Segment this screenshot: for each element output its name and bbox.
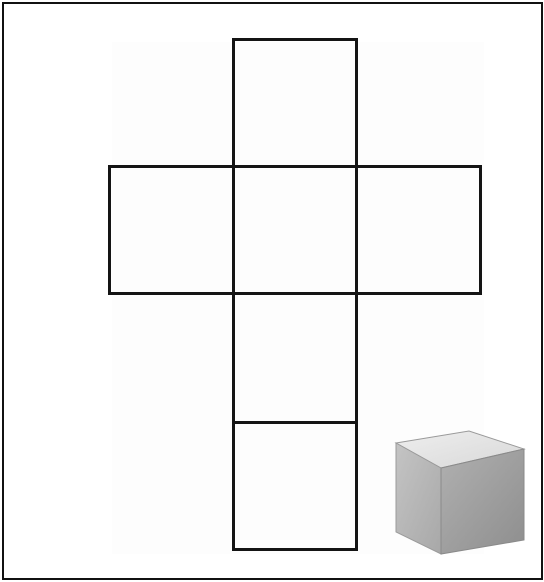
net-face-center bbox=[232, 165, 358, 295]
net-face-left bbox=[108, 165, 235, 295]
net-face-bottom bbox=[232, 421, 358, 551]
cube-illustration bbox=[392, 428, 532, 558]
net-face-lower bbox=[232, 292, 358, 424]
net-face-top bbox=[232, 38, 358, 168]
net-face-right bbox=[355, 165, 482, 295]
cube-side-face bbox=[441, 449, 524, 554]
